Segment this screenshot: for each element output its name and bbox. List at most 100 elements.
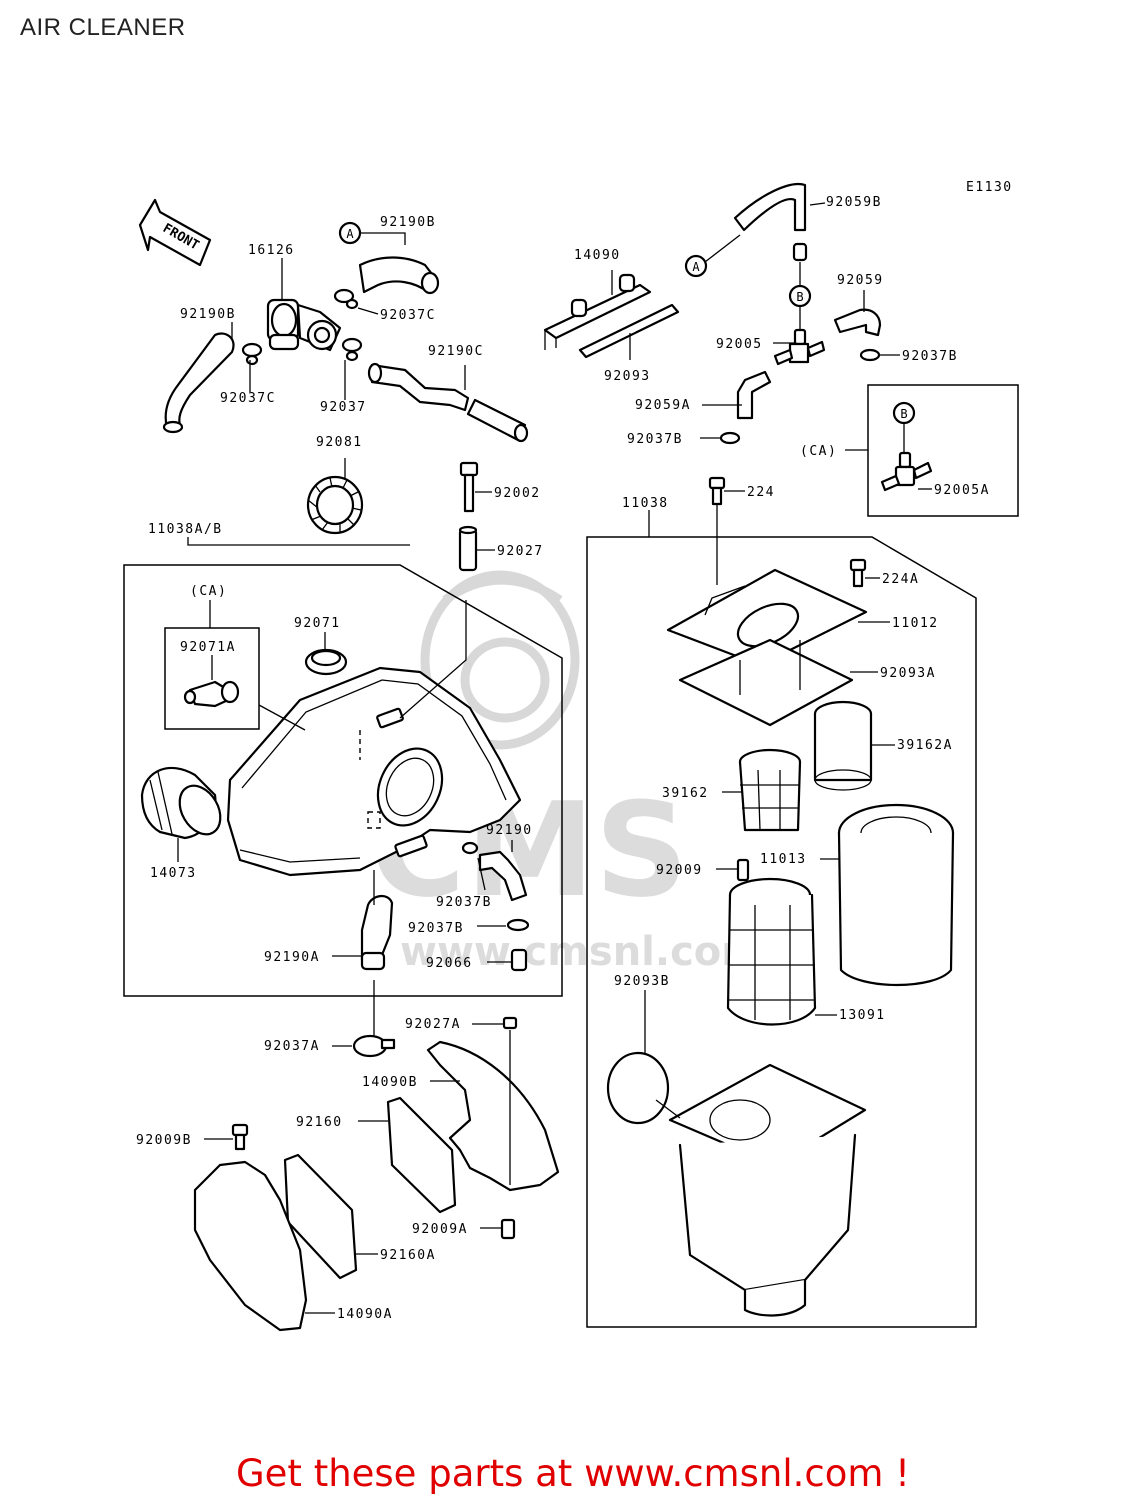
label-92005a: 92005A bbox=[934, 483, 990, 498]
bolt-92002-icon bbox=[459, 461, 479, 513]
label-92037b-top: 92037B bbox=[902, 349, 958, 364]
plate-11012 bbox=[666, 568, 868, 667]
drain-92066-icon bbox=[510, 948, 528, 972]
label-92037c-left: 92037C bbox=[220, 391, 276, 406]
hose-92059 bbox=[833, 308, 882, 337]
bolt-224a-icon bbox=[849, 558, 867, 588]
label-92093a: 92093A bbox=[880, 666, 936, 681]
label-92190: 92190 bbox=[486, 823, 533, 838]
filter-element-11013 bbox=[837, 803, 955, 987]
label-224: 224 bbox=[747, 485, 775, 500]
hose-92190b-top bbox=[358, 256, 440, 295]
label-92027a: 92027A bbox=[405, 1017, 461, 1032]
label-92009: 92009 bbox=[656, 863, 703, 878]
label-92005: 92005 bbox=[716, 337, 763, 352]
label-13091: 13091 bbox=[839, 1008, 886, 1023]
label-92190b-top: 92190B bbox=[380, 215, 436, 230]
leader-lines bbox=[177, 202, 932, 1314]
label-11013: 11013 bbox=[760, 852, 807, 867]
bolt-92009-icon bbox=[736, 858, 750, 882]
label-92190a: 92190A bbox=[264, 950, 320, 965]
clamp-92037-icon bbox=[341, 337, 363, 362]
clamp-92037b-mid-icon bbox=[719, 431, 741, 445]
strip-92093 bbox=[578, 303, 680, 359]
cage-39162 bbox=[738, 748, 802, 832]
label-92037b-low2: 92037B bbox=[408, 921, 464, 936]
label-ca-right: (CA) bbox=[800, 444, 837, 459]
clamp-92037a-icon bbox=[352, 1034, 396, 1058]
sleeve-39162a bbox=[813, 700, 873, 791]
label-92002: 92002 bbox=[494, 486, 541, 501]
label-92093b: 92093B bbox=[614, 974, 670, 989]
callout-b-top: B bbox=[788, 284, 812, 308]
bolt-92009a-icon bbox=[500, 1218, 516, 1240]
label-14090: 14090 bbox=[574, 248, 621, 263]
label-11038ab: 11038A/B bbox=[148, 522, 223, 537]
svg-text:B: B bbox=[900, 407, 907, 421]
part-labels: 16126 92190B 92190B 92037C 92037C 92037 … bbox=[136, 195, 990, 1322]
page-title: AIR CLEANER bbox=[20, 14, 186, 41]
watermark-logo: CMS www.cmsnl.com bbox=[370, 570, 763, 975]
grommet-92071-icon bbox=[304, 648, 348, 676]
tee-92005-icon bbox=[773, 328, 826, 366]
label-92009b: 92009B bbox=[136, 1133, 192, 1148]
hose-92190 bbox=[478, 850, 528, 902]
label-16126: 16126 bbox=[248, 243, 295, 258]
label-92037b-mid: 92037B bbox=[627, 432, 683, 447]
label-92037b-low: 92037B bbox=[436, 895, 492, 910]
ref-code: E1130 bbox=[966, 180, 1013, 195]
spring-92081-icon bbox=[306, 475, 364, 535]
watermark-url: www.cmsnl.com bbox=[400, 929, 763, 975]
label-92059a: 92059A bbox=[635, 398, 691, 413]
filter-case bbox=[668, 1063, 867, 1317]
callout-b-ca: B bbox=[892, 401, 916, 425]
label-92071: 92071 bbox=[294, 616, 341, 631]
hose-92190a bbox=[360, 895, 394, 971]
label-ca-left: (CA) bbox=[190, 584, 227, 599]
label-224a: 224A bbox=[882, 572, 919, 587]
collar-92027 bbox=[458, 525, 478, 572]
bolt-224-icon bbox=[708, 476, 726, 506]
hose-92059b bbox=[733, 182, 808, 262]
cover-14090b bbox=[426, 1040, 560, 1192]
housing-frame-left bbox=[123, 564, 563, 997]
promo-link[interactable]: Get these parts at www.cmsnl.com ! bbox=[235, 1452, 910, 1495]
gasket-92093a bbox=[678, 638, 854, 727]
label-39162a: 39162A bbox=[897, 738, 953, 753]
label-92081: 92081 bbox=[316, 435, 363, 450]
clamp-92037b-top-icon bbox=[859, 348, 881, 362]
bracket-14090 bbox=[543, 273, 652, 350]
clamp-92037c-left-icon bbox=[241, 342, 263, 366]
label-14090a: 14090A bbox=[337, 1307, 393, 1322]
label-92027: 92027 bbox=[497, 544, 544, 559]
collar-92027a-icon bbox=[502, 1016, 518, 1030]
hose-92190c bbox=[367, 362, 529, 443]
housing-frame-right bbox=[586, 536, 977, 1328]
front-arrow-icon: FRONT bbox=[138, 198, 212, 267]
label-14090b: 14090B bbox=[362, 1075, 418, 1090]
label-92160a: 92160A bbox=[380, 1248, 436, 1263]
svg-text:B: B bbox=[796, 290, 803, 304]
elbow-92071a-icon bbox=[183, 680, 240, 708]
label-92190c: 92190C bbox=[428, 344, 484, 359]
label-39162: 39162 bbox=[662, 786, 709, 801]
o-ring-92093b bbox=[606, 1051, 670, 1125]
air-box-housing bbox=[226, 666, 522, 877]
label-92093: 92093 bbox=[604, 369, 651, 384]
label-92009a: 92009A bbox=[412, 1222, 468, 1237]
clamp-92037c-top-icon bbox=[333, 288, 359, 310]
label-92037a: 92037A bbox=[264, 1039, 320, 1054]
label-92059b: 92059B bbox=[826, 195, 882, 210]
filter-pad-92160 bbox=[386, 1096, 457, 1214]
callout-a-right: A bbox=[684, 254, 708, 278]
label-92071a: 92071A bbox=[180, 640, 236, 655]
duct-16126 bbox=[266, 298, 342, 352]
label-92160: 92160 bbox=[296, 1115, 343, 1130]
label-92059: 92059 bbox=[837, 273, 884, 288]
label-11038: 11038 bbox=[622, 496, 669, 511]
intake-boot-14073 bbox=[140, 766, 222, 840]
label-92037c-top: 92037C bbox=[380, 308, 436, 323]
hose-92059a bbox=[736, 370, 772, 420]
label-92066: 92066 bbox=[426, 956, 473, 971]
cage-13091 bbox=[726, 877, 817, 1026]
